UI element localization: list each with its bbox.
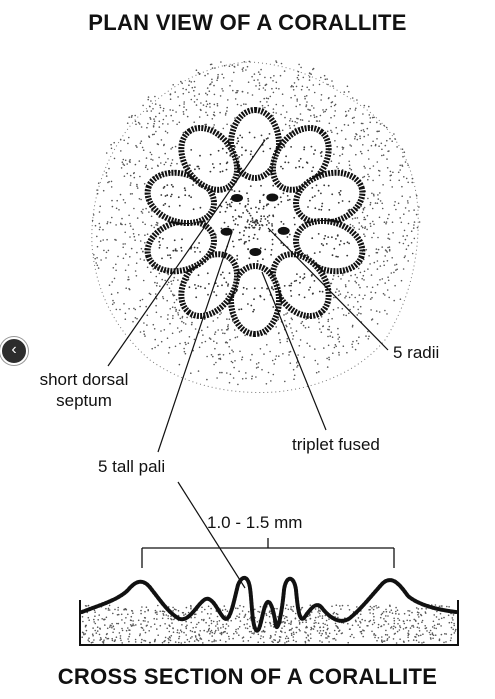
label-5-tall-pali: 5 tall pali <box>98 457 166 476</box>
leader-radii <box>267 227 389 351</box>
cross-section-title: CROSS SECTION OF A CORALLITE <box>57 664 438 689</box>
label-short-dorsal-septum: short dorsal septum <box>24 369 144 411</box>
leader-lines <box>107 139 389 589</box>
label-dorsal-line2: septum <box>56 391 112 410</box>
plan-view-title: PLAN VIEW OF A CORALLITE <box>88 10 407 35</box>
label-triplet-fused: triplet fused <box>292 435 380 454</box>
leader-pali-section <box>177 481 246 589</box>
leader-pali <box>157 231 233 453</box>
section-stipple <box>81 604 457 644</box>
petal-ring <box>144 107 366 337</box>
leader-dorsal <box>107 139 266 367</box>
measurement-bracket <box>141 538 395 568</box>
label-5-radii: 5 radii <box>393 343 440 362</box>
label-measurement: 1.0 - 1.5 mm <box>207 513 303 532</box>
label-dorsal-line1: short dorsal <box>39 370 129 389</box>
chevron-left-icon[interactable]: ‹ <box>0 337 28 365</box>
center-stipple <box>214 184 296 262</box>
leader-triplet <box>261 271 327 431</box>
plan-view-drawing <box>91 60 421 393</box>
section-profile <box>80 575 458 633</box>
cross-section-drawing <box>79 575 459 646</box>
section-base <box>79 600 459 646</box>
